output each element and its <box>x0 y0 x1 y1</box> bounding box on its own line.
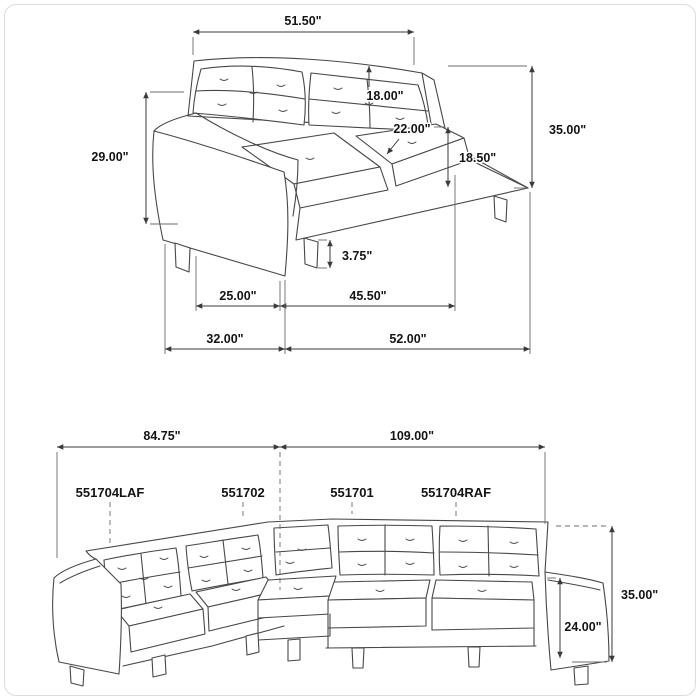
dim-leg-height-label: 3.75" <box>342 249 372 263</box>
dim-sectional-right-width-label: 109.00" <box>390 429 434 443</box>
dim-arm-height: 29.00" <box>90 91 184 225</box>
back-cushion-left-seams <box>195 66 306 123</box>
dim-overall-height-label: 35.00" <box>549 123 586 137</box>
sectional-seat-1-front <box>128 608 206 653</box>
part-number-551701: 551701 <box>330 485 373 500</box>
loveseat-base <box>295 159 529 241</box>
part-number-551704LAF: 551704LAF <box>76 485 145 500</box>
sectional-leg-3 <box>245 632 260 656</box>
dim-leg-height: 3.75" <box>318 239 374 269</box>
dim-overall-depth-label: 32.00" <box>206 332 243 346</box>
dim-back-width: 51.50" <box>192 13 415 65</box>
sectional-seat-3-top <box>327 579 431 601</box>
dim-seat-width-label: 45.50" <box>349 289 386 303</box>
dim-overall-depth: 32.00" <box>164 244 286 354</box>
sectional-leg-1 <box>69 665 85 687</box>
dim-seat-width: 45.50" <box>280 175 456 311</box>
leg-front-mid <box>303 237 319 269</box>
part-label-corner: 551701 <box>329 484 375 514</box>
seams-4 <box>439 525 539 577</box>
sectional-leg-7 <box>573 665 589 686</box>
sectional-leg-6 <box>467 646 481 668</box>
dim-sectional-left-width-label: 84.75" <box>143 429 180 443</box>
sectional-base <box>122 613 537 667</box>
sectional-leg-5 <box>351 647 365 669</box>
tuft-marks <box>217 78 417 160</box>
part-label-raf: 551704RAF <box>419 484 493 518</box>
dim-arm-height-label: 29.00" <box>91 150 128 164</box>
dim-sectional-right-width: 109.00" <box>280 428 546 524</box>
tuft-marks-sectional <box>117 538 519 609</box>
loveseat-dimensions: 51.50" 18.00" 22.00" 29.00" 35.00" <box>90 13 588 354</box>
dim-back-cushion-label: 18.00" <box>366 89 403 103</box>
dim-overall-width-label: 52.00" <box>389 332 426 346</box>
part-label-armless: 551702 <box>220 484 266 520</box>
left-arm-roll <box>153 112 299 217</box>
dim-back-width-label: 51.50" <box>284 14 321 28</box>
loveseat-sketch <box>152 57 529 277</box>
dim-seat-height-label: 18.50" <box>459 151 496 165</box>
sectional-left-arm-roll <box>59 565 101 584</box>
dim-seat-depth-label: 22.00" <box>393 122 430 136</box>
seams-3 <box>338 524 435 576</box>
sectional-seat-4-front <box>431 597 535 631</box>
dim-arm-depth: 25.00" <box>195 256 281 311</box>
back-cushion-right-seams <box>308 78 429 129</box>
dim-arm-depth-label: 25.00" <box>219 289 256 303</box>
corner-seat-front <box>257 595 331 619</box>
sectional-back-cushion-3 <box>337 524 435 576</box>
sectional-seat-4-top <box>431 579 535 601</box>
seat-cushion-left-front <box>293 166 389 209</box>
dim-sectional-overall-height: 35.00" <box>556 525 660 663</box>
dim-overall-height: 35.00" <box>448 65 588 189</box>
sectional-back-cushion-4 <box>438 525 540 577</box>
dim-overall-width: 52.00" <box>285 192 531 354</box>
sectional-right-arm-roll <box>547 579 601 591</box>
dim-back-cushion-height: 18.00" <box>365 66 405 105</box>
dim-sectional-overall-height-label: 35.00" <box>621 588 658 602</box>
sectional-leg-4 <box>287 638 301 662</box>
dim-sectional-arm-height: 24.00" <box>547 577 603 658</box>
dim-seat-depth: 22.00" <box>386 121 432 155</box>
leg-right <box>493 195 508 223</box>
sectional-seat-3-front <box>327 597 427 629</box>
sectional-sketch <box>52 518 610 687</box>
dim-seat-height: 18.50" <box>434 126 498 187</box>
sectional-dimensions: 84.75" 109.00" 551704LAF 551702 551701 5… <box>56 428 660 663</box>
part-number-551702: 551702 <box>221 485 264 500</box>
sectional-left-arm <box>52 558 122 675</box>
seams-2 <box>187 539 263 585</box>
dim-sectional-arm-height-label: 24.00" <box>564 620 601 634</box>
part-label-laf: 551704LAF <box>74 484 146 544</box>
sectional-leg-2 <box>151 654 167 678</box>
part-number-551704RAF: 551704RAF <box>421 485 491 500</box>
leg-back-left <box>174 242 191 273</box>
left-arm <box>152 130 289 277</box>
dim-sectional-left-width: 84.75" <box>56 428 281 590</box>
back-cushion-left <box>192 65 306 126</box>
